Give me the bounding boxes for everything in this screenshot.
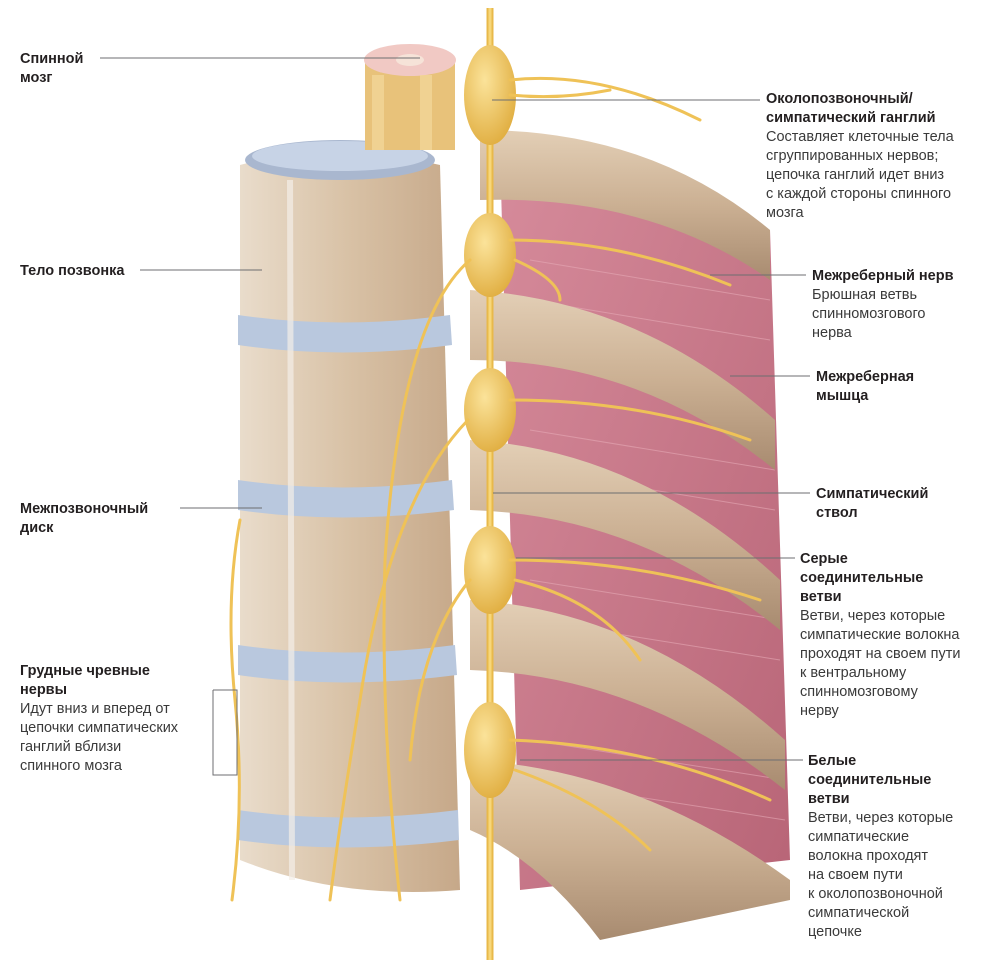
white-rami-desc: Ветви, через которые симпатические волок… bbox=[808, 810, 954, 940]
label-white-rami: Белые соединительные ветви Ветви, через … bbox=[808, 752, 953, 942]
label-thoracic-splanchnic: Грудные чревные нервы Идут вниз и вперед… bbox=[20, 662, 178, 776]
label-intervertebral-disc: Межпозвоночный диск bbox=[20, 500, 148, 538]
label-sympathetic-trunk: Симпатический ствол bbox=[816, 485, 928, 523]
nerve-branches bbox=[229, 76, 772, 902]
ganglia bbox=[464, 45, 516, 798]
intercostal-muscle-title: Межреберная мышца bbox=[816, 369, 915, 404]
thoracic-splanchnic-desc: Идут вниз и вперед от цепочки симпатичес… bbox=[20, 701, 179, 774]
vertebral-column bbox=[238, 140, 460, 892]
gray-rami-desc: Ветви, через которые симпатические волок… bbox=[800, 608, 961, 719]
white-rami-title: Белые соединительные ветви bbox=[808, 753, 932, 807]
intervertebral-disc-title: Межпозвоночный диск bbox=[20, 501, 149, 536]
label-spinal-cord: Спинной мозг bbox=[20, 50, 83, 88]
intercostal-nerve-title: Межреберный нерв bbox=[812, 268, 954, 284]
intercostal-nerve-desc: Брюшная ветвь спинномозгового нерва bbox=[812, 287, 926, 341]
sympathetic-trunk bbox=[464, 8, 516, 960]
label-gray-rami: Серые соединительные ветви Ветви, через … bbox=[800, 550, 961, 721]
sympathetic-trunk-title: Симпатический ствол bbox=[816, 486, 929, 521]
paravertebral-ganglion-desc: Составляет клеточные тела сгруппированны… bbox=[766, 129, 954, 221]
gray-rami-title: Серые соединительные ветви bbox=[800, 551, 924, 605]
rib-cage bbox=[470, 130, 790, 940]
leader-lines bbox=[100, 57, 810, 776]
vertebra-body-title: Тело позвонка bbox=[20, 263, 125, 279]
label-vertebra-body: Тело позвонка bbox=[20, 262, 124, 281]
spinal-cord-title: Спинной мозг bbox=[20, 51, 84, 86]
thoracic-splanchnic-title: Грудные чревные нервы bbox=[20, 663, 150, 698]
label-intercostal-muscle: Межреберная мышца bbox=[816, 368, 914, 406]
spinal-cord bbox=[364, 44, 456, 150]
label-paravertebral-ganglion: Околопозвоночный/ симпатический ганглий … bbox=[766, 90, 954, 223]
paravertebral-ganglion-title: Околопозвоночный/ симпатический ганглий bbox=[766, 91, 936, 126]
label-intercostal-nerve: Межреберный нерв Брюшная ветвь спинномоз… bbox=[812, 267, 954, 343]
